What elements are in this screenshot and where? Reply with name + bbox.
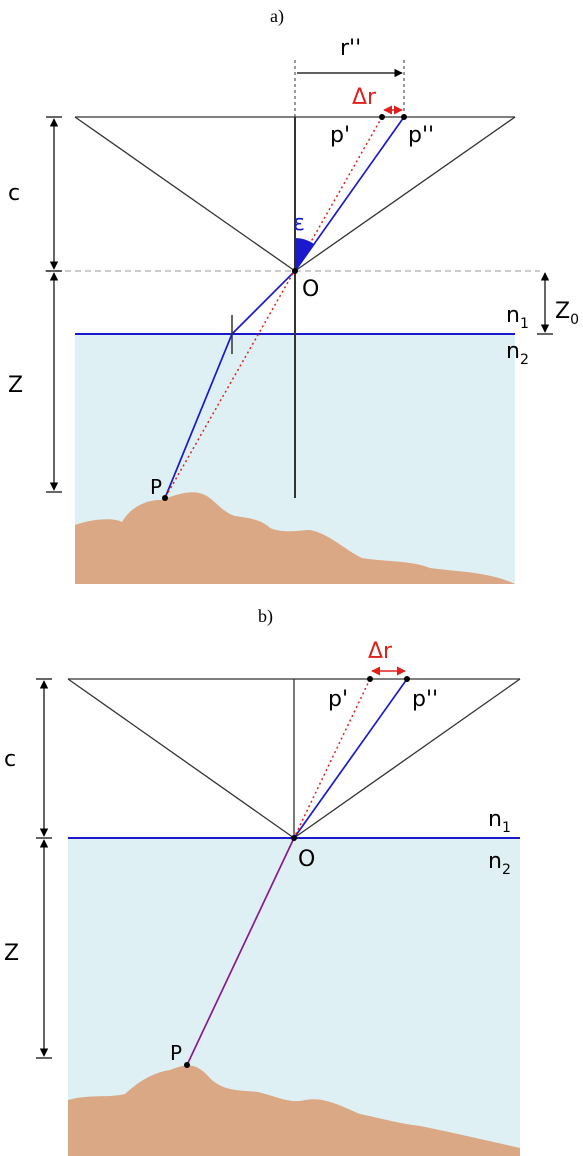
- p-prime-label-b: p': [328, 687, 348, 712]
- z0-subscript: 0: [570, 312, 579, 328]
- n1-label-a: n1: [506, 303, 529, 332]
- point-p-double-prime-a: [401, 114, 407, 120]
- delta-r-label-b: Δr: [368, 639, 393, 664]
- cone-right-line-b: [293, 678, 521, 839]
- epsilon-label: ε: [293, 211, 305, 236]
- straight-ray-dotted-a: [164, 116, 383, 499]
- p-label-b: P: [170, 1041, 182, 1065]
- r-double-prime-label: r'': [340, 36, 361, 61]
- delta-r-label-a: Δr: [352, 85, 377, 110]
- cone-right-line: [294, 116, 516, 272]
- cone-left-line-b: [67, 678, 295, 839]
- point-p-prime-b: [367, 676, 373, 682]
- cone-left-line: [74, 116, 296, 272]
- panel-b: b) Δr p' p'' O P c: [4, 606, 521, 1156]
- panel-b-title: b): [258, 606, 273, 627]
- panel-a-title: a): [270, 6, 284, 27]
- seabed-terrain: [75, 492, 515, 584]
- o-label-b: O: [298, 847, 315, 872]
- point-p-b: [184, 1062, 190, 1068]
- p-prime-label-a: p': [330, 123, 350, 148]
- point-p-prime-a: [379, 114, 385, 120]
- c-label-a: c: [8, 181, 20, 206]
- p-double-prime-label-b: p'': [412, 687, 438, 712]
- p-double-prime-label-a: p'': [408, 123, 434, 148]
- image-ray-b: [293, 678, 408, 839]
- z-label-b: Z: [4, 941, 19, 966]
- n2-label-a: n2: [506, 339, 529, 368]
- point-p-double-prime-b: [404, 676, 410, 682]
- point-p-a: [162, 495, 168, 501]
- seabed-terrain-b: [68, 1065, 520, 1156]
- refracted-ray-a: [164, 116, 405, 499]
- z-label-a: Z: [8, 373, 23, 398]
- epsilon-angle: [295, 237, 314, 271]
- c-label-b: c: [4, 747, 16, 772]
- o-label-a: O: [302, 277, 319, 302]
- point-o-a: [292, 268, 298, 274]
- p-label-a: P: [150, 475, 162, 499]
- straight-ray-dotted-b: [293, 678, 371, 839]
- underwater-ray-b: [186, 837, 295, 1066]
- panel-a: a) r'' Δr ε: [8, 6, 579, 584]
- point-o-b: [291, 835, 297, 841]
- z0-label: Z0: [555, 299, 579, 328]
- n1-label-b: n1: [488, 807, 511, 836]
- n2-label-b: n2: [488, 849, 511, 878]
